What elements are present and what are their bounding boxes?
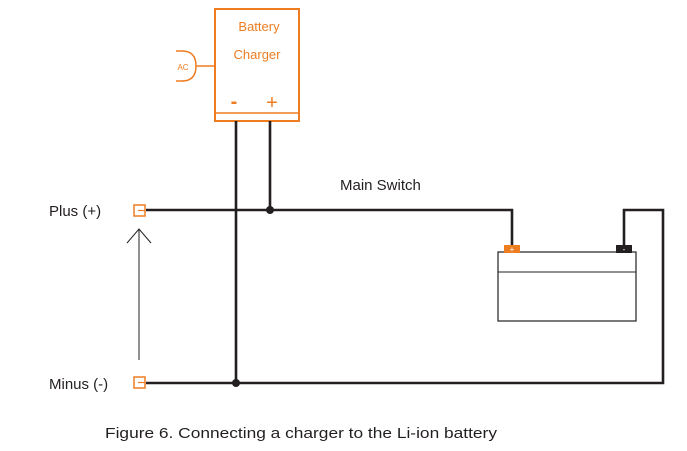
battery-negative-terminal [616,245,632,253]
ac-plug-icon: AC [176,50,215,82]
minus-terminal-label: Minus (-) [49,376,108,393]
junction-dot-minus [232,379,240,387]
main-switch-label: Main Switch [340,177,421,194]
battery-charger: Battery Charger - + [214,8,300,122]
battery-positive-mark: + [510,245,515,254]
up-arrow-icon [126,228,152,360]
battery-body [497,251,637,322]
charger-label-line2: Charger [234,47,282,62]
battery: + - [497,245,637,322]
wire-plus-bus [146,208,514,245]
plus-terminal-label: Plus (+) [49,203,101,220]
charger-plus-label: + [266,92,278,114]
battery-negative-mark: - [623,245,626,254]
battery-positive-terminal [504,245,520,253]
charger-label-line1: Battery [238,19,280,34]
figure-caption: Figure 6. Connecting a charger to the Li… [105,425,498,442]
ac-label: AC [177,63,188,72]
junction-dot-plus [266,206,274,214]
charger-minus-label: - [231,91,238,113]
wire-minus-bus [146,208,665,385]
charger-box [214,8,300,122]
